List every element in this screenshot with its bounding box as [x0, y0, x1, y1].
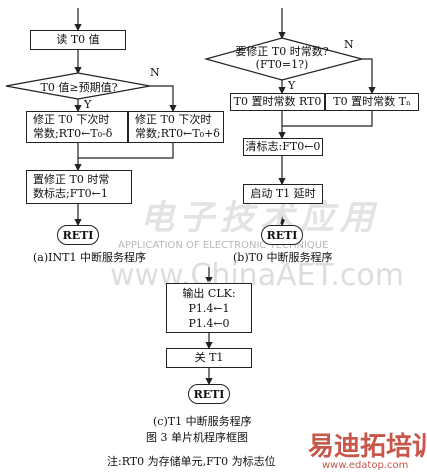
figure-note: 注:RT0 为存储单元,FT0 为标志位: [107, 455, 276, 468]
brand-watermark: 易迪拓培训: [308, 432, 427, 462]
arrow-t0-right-merge: [282, 111, 373, 127]
caption-a: (a)INT1 中断服务程序: [33, 251, 146, 264]
watermark-chinese: 电子技术应用: [140, 198, 380, 238]
int1-decision-text: T0 值≥预期值?: [40, 81, 118, 94]
arrow-int1-no: [150, 85, 177, 113]
int1-right-correction-box: 修正 T0 下次时 常数;RT0←T₀+δ: [128, 111, 224, 143]
brand-url: www.edatop.com: [322, 460, 409, 471]
t1-reti-terminal: RETI: [188, 384, 230, 404]
caption-c: (c)T1 中断服务程序: [153, 415, 252, 428]
arrow-right-merge: [78, 143, 174, 159]
caption-b: (b)T0 中断服务程序: [233, 251, 333, 264]
clear-flag-box: 清标志:FT0←0: [243, 138, 323, 156]
watermark-url: www.ChinaAET.com: [110, 258, 404, 293]
int1-reti-terminal: RETI: [57, 225, 99, 245]
close-t1-box: 关 T1: [166, 348, 252, 368]
int1-left-correction-box: 修正 T0 下次时 常数;RT0←T₀-δ: [26, 111, 128, 143]
t0-yes-label: Y: [288, 79, 296, 92]
start-t1-box: 启动 T1 延时: [243, 184, 323, 204]
figure-title: 图 3 单片机程序框图: [146, 431, 248, 444]
set-flag-box: 置修正 T0 时常 数标志;FT0←1: [26, 170, 132, 204]
int1-yes-label: Y: [84, 98, 92, 111]
t0-no-label: N: [344, 38, 354, 51]
t0-reti-terminal: RETI: [261, 225, 303, 245]
read-t0-box: 读 T0 值: [30, 30, 126, 50]
t0-set-tn-box: T0 置时常数 Tₙ: [325, 93, 419, 111]
output-clk-box: 输出 CLK: P1.4←1 P1.4←0: [166, 283, 252, 333]
watermark-english: APPLICATION OF ELECTRONIC TECHNIQUE: [118, 240, 329, 251]
t0-decision-text: 要修正 T0 时常数? (FT0=1?): [235, 45, 329, 71]
arrow-t0-no: [362, 58, 376, 95]
t0-set-rt0-box: T0 置时常数 RT0: [230, 93, 325, 111]
int1-no-label: N: [150, 66, 160, 79]
